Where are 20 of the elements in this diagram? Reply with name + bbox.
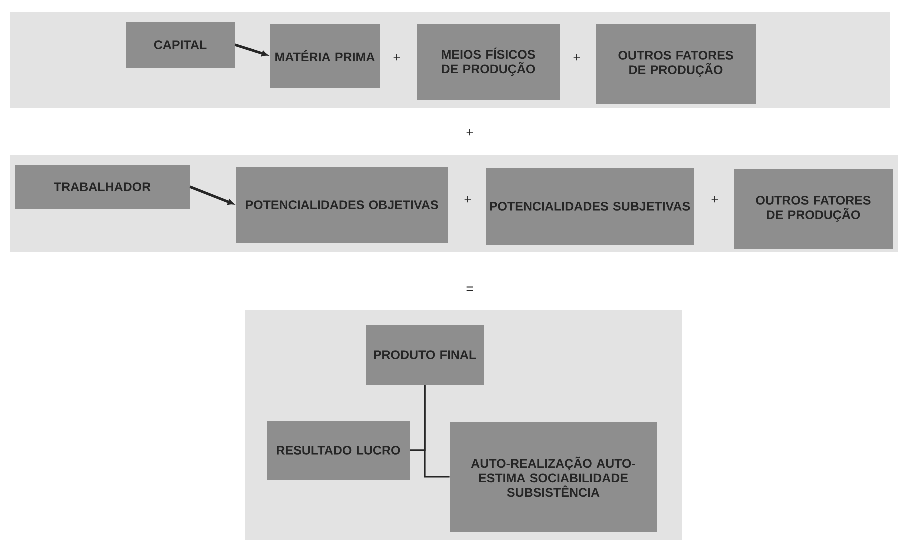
operator-sign: + [466,129,474,136]
text-box: RESULTADO LUCRO [267,421,410,480]
operator-sign: + [464,196,472,203]
text-box: PRODUTO FINAL [366,324,484,385]
text-box: OUTROS FATORES DE PRODUÇÃO [734,169,893,249]
text-box: MATÉRIA PRIMA [270,24,380,88]
operator-sign: + [394,54,400,61]
operator-sign: + [712,196,718,203]
text-box: OUTROS FATORES DE PRODUÇÃO [596,24,756,104]
text-box: CAPITAL [126,22,235,68]
text-box: TRABALHADOR [15,165,190,209]
operator-sign: = [466,286,474,291]
text-box: AUTO-REALIZAÇÃO AUTO-ESTIMA SOCIABILIDADE SUBSISTÊNCIA [450,422,657,532]
operator-sign: + [574,54,580,61]
arrow [234,44,268,56]
connector-line [424,385,450,478]
text-box: POTENCIALIDADES SUBJETIVAS [486,168,694,245]
arrow [190,186,234,205]
text-box: MEIOS FÍSICOS DE PRODUÇÃO [417,24,560,100]
text-box: POTENCIALIDADES OBJETIVAS [236,167,448,243]
